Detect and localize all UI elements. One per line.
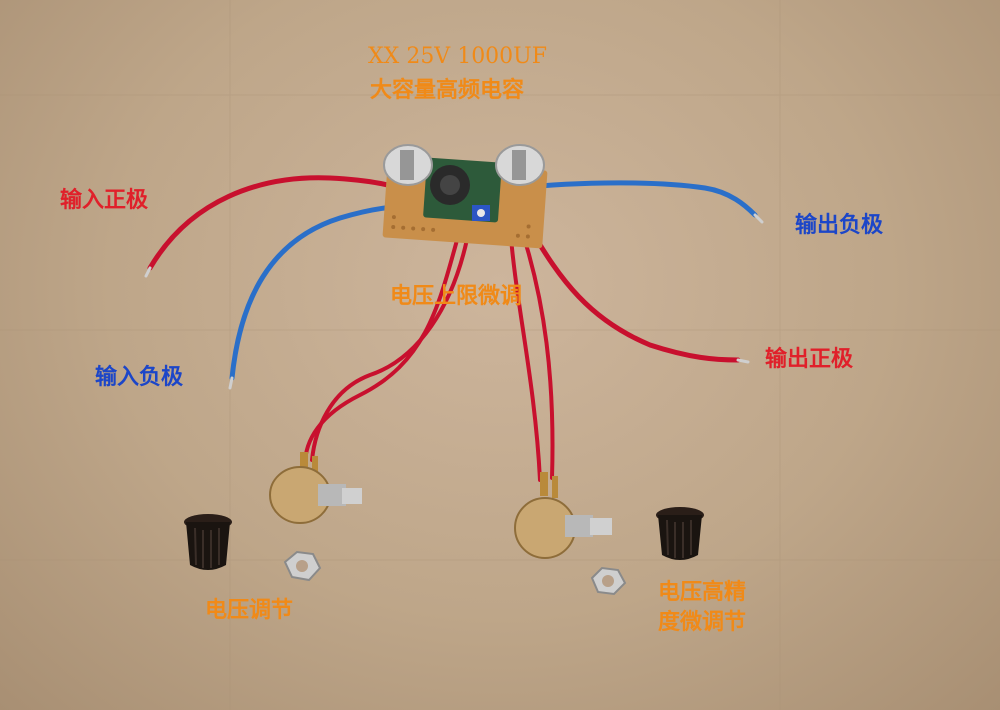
knob-right	[656, 507, 704, 560]
wire-pot1-a	[303, 220, 464, 467]
wire-pot2-b	[518, 223, 555, 480]
capacitors	[383, 144, 545, 186]
nut-left	[283, 550, 322, 582]
wires	[147, 175, 758, 482]
input-positive-label: 输入正极	[60, 187, 149, 213]
wire-pot1-b	[310, 222, 472, 462]
fine-adjust-label-line2: 度微调节	[658, 609, 747, 635]
wire-output-negative	[502, 180, 758, 218]
potentiometer-left	[269, 452, 362, 524]
knob-left	[184, 514, 232, 570]
upper-limit-trim-label: 电压上限微调	[390, 283, 523, 309]
wire-pot2-a	[508, 223, 542, 482]
wire-input-positive	[147, 175, 423, 271]
voltage-adjust-label: 电压调节	[205, 597, 294, 623]
potentiometer-right	[514, 472, 612, 559]
wire-output-positive	[527, 225, 741, 363]
fine-adjust-label-line1: 电压高精	[658, 579, 747, 605]
output-negative-label: 输出负极	[795, 212, 884, 238]
output-positive-label: 输出正极	[765, 346, 854, 372]
nut-right	[590, 566, 627, 596]
capacitor-desc-label: 大容量高频电容	[370, 77, 525, 103]
wire-tips	[144, 213, 764, 390]
input-negative-label: 输入负极	[95, 364, 184, 390]
capacitor-spec-label: XX 25V 1000UF	[368, 44, 547, 69]
